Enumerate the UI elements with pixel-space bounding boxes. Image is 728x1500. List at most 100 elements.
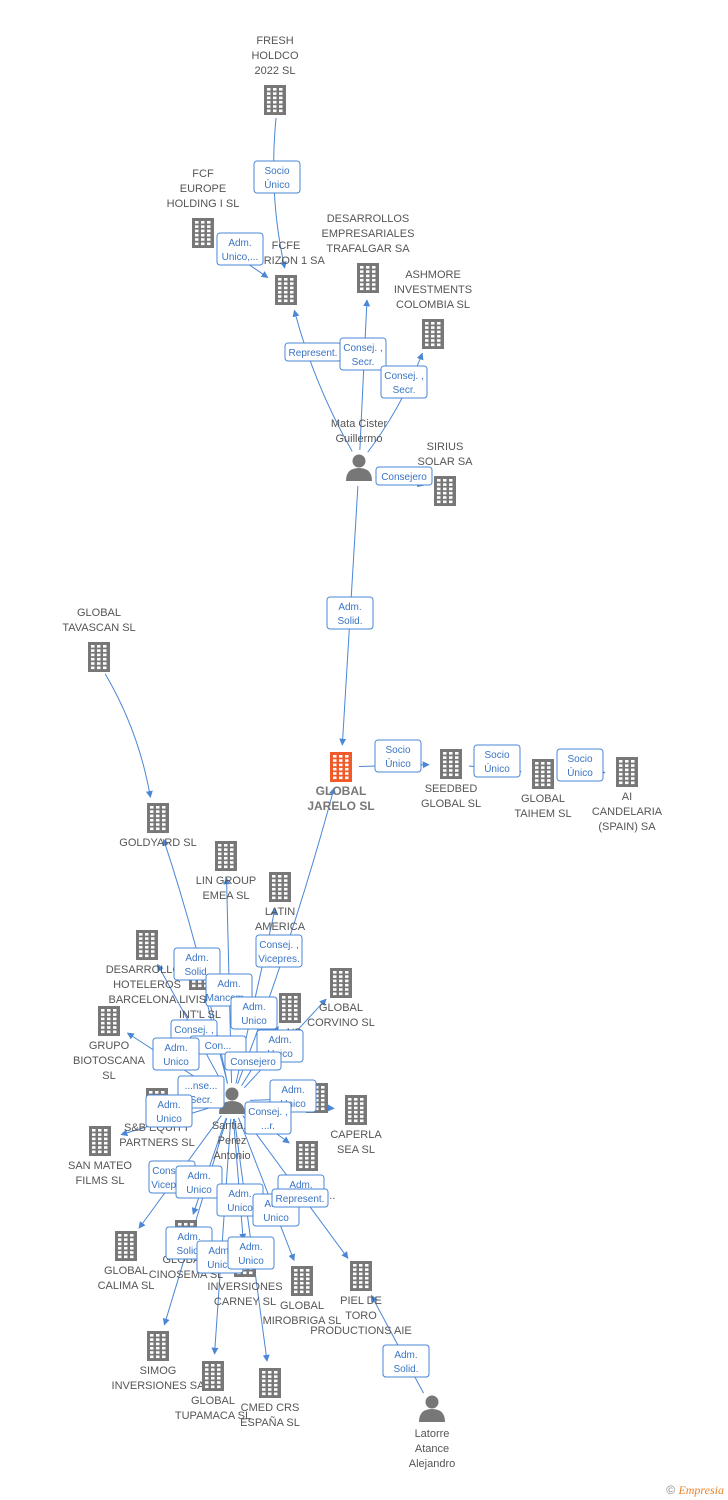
edge-label-e21[interactable]: Adm.Unico bbox=[145, 1094, 193, 1128]
edge-mata-fcfe_horizon bbox=[292, 309, 353, 452]
edge-label-text: Adm. bbox=[268, 1035, 291, 1046]
edge-label-text: Unico bbox=[227, 1203, 253, 1214]
edge-label-text: Socio bbox=[484, 750, 509, 761]
edge-label-e6[interactable]: Consejero bbox=[375, 466, 433, 486]
person-icon bbox=[346, 454, 372, 481]
node-label-line: SIRIUS bbox=[427, 441, 464, 453]
edge-label-text: Unico bbox=[156, 1114, 182, 1125]
edge-label-e2[interactable]: Adm.Unico,... bbox=[216, 232, 264, 266]
node-label-line: CORVINO SL bbox=[307, 1017, 375, 1029]
node-label-line: GRUPO bbox=[89, 1040, 130, 1052]
edge-tavascan-goldyard bbox=[104, 673, 153, 799]
edge-label-e4[interactable]: Consej. ,Secr. bbox=[339, 337, 387, 371]
edge-label-text: Adm. bbox=[281, 1085, 304, 1096]
building-icon bbox=[147, 803, 169, 833]
building-icon bbox=[357, 263, 379, 293]
edge-label-e18[interactable]: Adm.Unico bbox=[152, 1037, 200, 1071]
node-label-line: LATIN bbox=[265, 906, 295, 918]
brand-logo[interactable]: Empresia bbox=[678, 1483, 724, 1497]
edge-label-e11[interactable]: Consej. ,Vicepres. bbox=[255, 934, 303, 968]
node-label-line: CARNEY SL bbox=[214, 1296, 276, 1308]
edge-label-e33[interactable]: Represent. bbox=[271, 1188, 329, 1208]
node-label-line: GLOBAL bbox=[280, 1300, 324, 1312]
edge-label-e26[interactable]: Adm.Unico bbox=[216, 1183, 264, 1217]
node-label-line: TAIHEM SL bbox=[514, 808, 571, 820]
edge-label-e23[interactable]: Consej. ,...r. bbox=[244, 1101, 292, 1135]
edge-label-text: Único bbox=[484, 762, 510, 775]
edge-label-e25[interactable]: Adm.Unico bbox=[175, 1165, 223, 1199]
edge-label-e34[interactable]: Adm.Solid. bbox=[382, 1344, 430, 1378]
edge-label-text: Consej. , bbox=[174, 1025, 213, 1036]
node-label-line: LIN GROUP bbox=[196, 875, 257, 887]
building-icon bbox=[350, 1261, 372, 1291]
node-label-line: CANDELARIA bbox=[592, 806, 663, 818]
edge-label-text: Único bbox=[264, 178, 290, 191]
node-label-line: GLOBAL SL bbox=[421, 798, 481, 810]
node-label-line: HORIZON 1 SA bbox=[247, 255, 325, 267]
node-label-line: DESARROLLOS bbox=[327, 213, 410, 225]
node-label-line: DESARROLLOS bbox=[106, 964, 189, 976]
building-icon bbox=[296, 1141, 318, 1171]
edge-label-e3[interactable]: Represent. bbox=[284, 342, 342, 362]
edge-label-text: Único bbox=[385, 757, 411, 770]
node-desarrollos_hot[interactable]: DESARROLLOSHOTELEROSBARCELONA... bbox=[106, 930, 189, 1006]
edge-label-text: Consej. , bbox=[343, 343, 382, 354]
building-icon bbox=[616, 757, 638, 787]
node-label-line: Antonio bbox=[213, 1150, 250, 1162]
edge-label-text: Represent. bbox=[276, 1194, 325, 1205]
node-label-line: Atance bbox=[415, 1443, 449, 1455]
edge-label-text: Vicepres. bbox=[258, 954, 300, 965]
building-icon bbox=[279, 993, 301, 1023]
edge-label-text: Adm. bbox=[208, 1246, 231, 1257]
edge-label-text: Adm. bbox=[338, 602, 361, 613]
edge-mata-desarrollos_traf bbox=[359, 299, 371, 451]
edge-label-text: Unico bbox=[238, 1256, 264, 1267]
building-icon bbox=[269, 872, 291, 902]
node-goldyard[interactable]: GOLDYARD SL bbox=[119, 803, 197, 849]
edge-label-text: Adm. bbox=[177, 1232, 200, 1243]
edge-label-e7[interactable]: Adm.Solid. bbox=[326, 596, 374, 630]
edge-label-text: Adm. bbox=[289, 1180, 312, 1191]
edge-label-e12[interactable]: Adm.Solid. bbox=[173, 947, 221, 981]
edge-label-e14[interactable]: Adm.Unico bbox=[230, 996, 278, 1030]
building-icon bbox=[136, 930, 158, 960]
edge-label-e19[interactable]: Consejero bbox=[224, 1051, 282, 1071]
building-icon bbox=[291, 1266, 313, 1296]
node-label-line: GLOBAL bbox=[191, 1395, 235, 1407]
edge-label-text: Adm. bbox=[187, 1171, 210, 1182]
edge-label-e31[interactable]: Adm.Unico bbox=[227, 1236, 275, 1270]
node-label-line: SAN MATEO bbox=[68, 1160, 132, 1172]
node-label-line: INVERSIONES SA bbox=[112, 1380, 206, 1392]
edge-label-e5[interactable]: Consej. ,Secr. bbox=[380, 365, 428, 399]
node-label-line: BARCELONA... bbox=[108, 994, 185, 1006]
